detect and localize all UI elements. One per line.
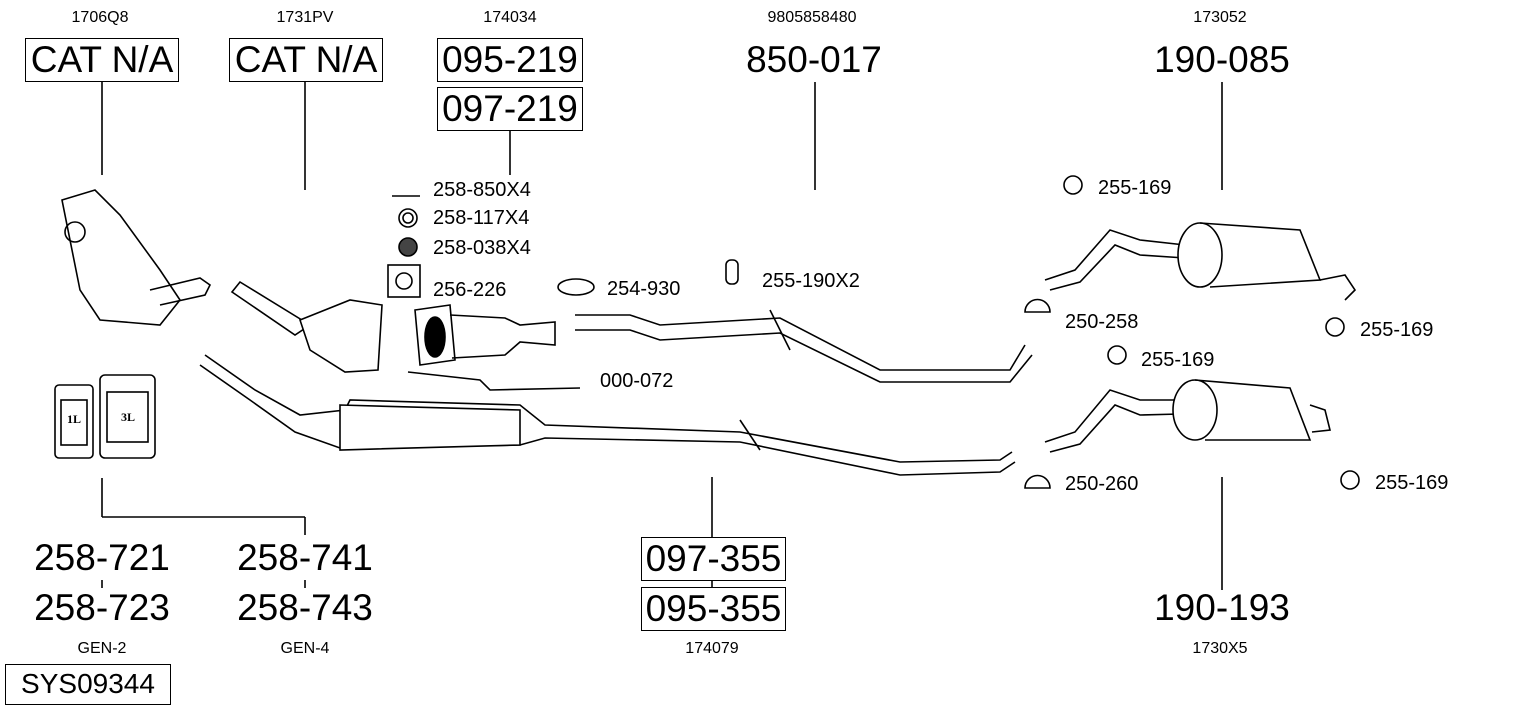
middle-pipe <box>575 309 1033 383</box>
part-number[interactable]: 190-193 <box>1154 587 1290 628</box>
part-box[interactable]: CAT N/A <box>25 38 179 82</box>
part-code: 1706Q8 <box>71 9 129 26</box>
part-code: GEN-2 <box>77 640 127 657</box>
part-box[interactable]: 097-219 <box>437 87 583 131</box>
part-code: 1730X5 <box>1192 640 1248 657</box>
washer-label[interactable]: 258-117X4 <box>433 207 530 229</box>
clamp-label[interactable]: 250-260 <box>1065 473 1139 495</box>
clamp-label[interactable]: 250-258 <box>1065 311 1139 333</box>
part-code: GEN-4 <box>280 640 330 657</box>
part-code: 173052 <box>1193 9 1247 26</box>
part-number[interactable]: 258-743 <box>237 587 373 628</box>
clamp-label[interactable]: 254-930 <box>607 278 681 300</box>
part-number[interactable]: 850-017 <box>746 39 882 80</box>
rear-muffler-upper <box>1044 222 1357 301</box>
part-code: 174079 <box>685 640 739 657</box>
part-box[interactable]: 097-355 <box>641 537 786 581</box>
gasket-label[interactable]: 256-226 <box>433 279 507 301</box>
part-code: 174034 <box>483 9 537 26</box>
sensor-cable <box>407 371 581 391</box>
catalyst-3 <box>414 304 556 366</box>
flex-pipe-catalyst-2 <box>230 280 383 373</box>
rubber-label[interactable]: 255-169 <box>1360 319 1434 341</box>
sensor-label[interactable]: 000-072 <box>600 370 674 392</box>
part-box[interactable]: 095-355 <box>641 587 786 631</box>
system-id-box: SYS09344 <box>5 664 171 705</box>
part-number[interactable]: 190-085 <box>1154 39 1290 80</box>
part-code: 1731PV <box>276 9 334 26</box>
container-3l-label: 3L <box>120 410 136 424</box>
leader-lines <box>101 82 1223 590</box>
part-box[interactable]: 095-219 <box>437 38 583 82</box>
container-1l-label: 1L <box>66 412 82 426</box>
bolt-label[interactable]: 258-850X4 <box>433 179 531 201</box>
part-number[interactable]: 258-741 <box>237 537 373 578</box>
rubber-label[interactable]: 255-169 <box>1098 177 1172 199</box>
part-box[interactable]: CAT N/A <box>229 38 383 82</box>
part-code: 9805858480 <box>767 9 857 26</box>
nut-label[interactable]: 258-038X4 <box>433 237 531 259</box>
rubber-label[interactable]: 255-169 <box>1375 472 1449 494</box>
part-number[interactable]: 258-721 <box>34 537 170 578</box>
rubber-label[interactable]: 255-169 <box>1141 349 1215 371</box>
hanger-label[interactable]: 255-190X2 <box>762 270 860 292</box>
fluid-containers <box>54 374 156 459</box>
part-number[interactable]: 258-723 <box>34 587 170 628</box>
dpf-pipe <box>199 354 1016 476</box>
rear-muffler-lower <box>1044 379 1331 453</box>
catalytic-converter-1 <box>61 189 212 326</box>
hardware-icons <box>387 175 1360 490</box>
